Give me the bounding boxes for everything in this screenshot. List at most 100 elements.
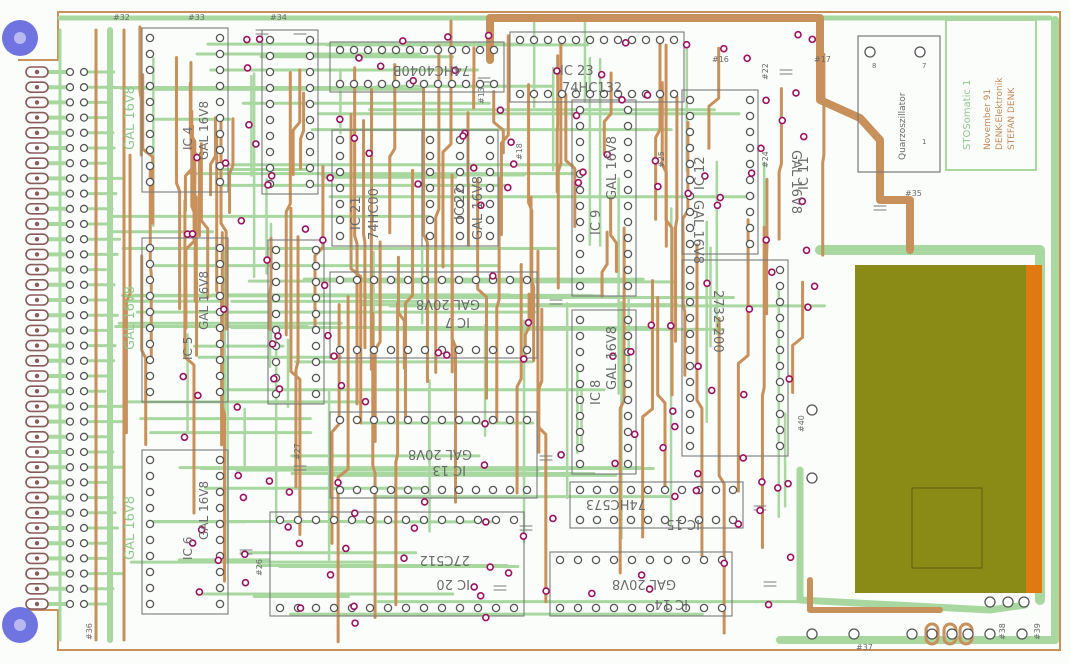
via: [682, 40, 691, 49]
pad: [489, 79, 499, 89]
via: [553, 67, 561, 75]
pad: [65, 599, 75, 609]
via: [284, 523, 292, 531]
via: [496, 106, 505, 115]
trace-bottom: [556, 37, 563, 290]
via: [243, 64, 252, 72]
pad: [447, 79, 457, 89]
pad: [623, 249, 633, 259]
pad: [522, 275, 532, 285]
pad: [79, 326, 89, 335]
via: [285, 488, 294, 496]
chip-part-ic14: GAL 20V8: [612, 576, 676, 591]
chip-ref-ic12: IC 12: [693, 156, 708, 190]
pad: [352, 275, 362, 285]
trace-bottom: [291, 68, 302, 176]
pad: [745, 207, 755, 217]
edge-finger-hole: [34, 115, 40, 120]
chip-part-ic21: 74HC00: [367, 188, 382, 240]
chip-part-ic4: GAL 16V8: [197, 101, 211, 160]
pad: [575, 515, 585, 525]
pad: [455, 215, 465, 225]
via: [252, 140, 260, 148]
via: [768, 268, 776, 276]
pad: [575, 201, 585, 211]
pad: [363, 45, 373, 55]
pad: [522, 485, 532, 495]
pad: [609, 485, 619, 495]
via: [542, 587, 550, 595]
via: [274, 332, 282, 340]
trace-bottom: [294, 235, 300, 489]
via: [669, 407, 677, 415]
edge-connector-fingers: [25, 66, 49, 610]
pad: [65, 584, 75, 593]
pad: [623, 105, 633, 115]
trace-bottom: [189, 60, 201, 238]
pad: [65, 417, 75, 426]
pad: [669, 35, 679, 45]
pad: [65, 189, 75, 198]
via: [799, 132, 808, 141]
via: [557, 451, 565, 459]
via: [241, 578, 250, 587]
pad: [305, 83, 315, 93]
via: [762, 96, 770, 105]
pad: [543, 35, 553, 45]
pad: [65, 235, 75, 244]
via: [188, 539, 197, 547]
pad: [335, 231, 345, 241]
pad: [655, 89, 665, 99]
pad: [505, 275, 515, 285]
chip-ref-ic21: IC 21: [349, 196, 364, 230]
via: [482, 518, 490, 526]
via: [720, 559, 729, 568]
trace-bottom: [529, 195, 536, 363]
edge-finger-hole: [34, 465, 40, 470]
via: [509, 160, 518, 168]
pad: [454, 345, 464, 355]
pad: [575, 379, 585, 389]
pad: [145, 243, 155, 253]
trace-bottom: [450, 173, 458, 504]
pad: [79, 219, 89, 229]
via: [482, 613, 490, 622]
pad: [685, 393, 695, 403]
pad: [145, 33, 155, 43]
pad: [352, 345, 362, 355]
pad: [145, 355, 155, 365]
chip-ref-ic15: IC 15: [666, 516, 700, 531]
pad: [613, 89, 623, 99]
via: [773, 484, 782, 492]
pad: [745, 111, 755, 121]
via: [743, 54, 751, 63]
pad: [455, 231, 465, 241]
pad: [529, 89, 539, 99]
chip-ref-ic5: IC 5: [181, 337, 195, 360]
pad: [529, 35, 539, 45]
pad: [454, 415, 464, 425]
pad: [369, 415, 379, 425]
pad: [145, 275, 155, 285]
chip-part-ic9: GAL 16V8: [605, 136, 620, 200]
edge-finger-hole: [34, 556, 40, 561]
pad: [215, 97, 225, 107]
pad: [745, 223, 755, 233]
pad: [489, 45, 499, 55]
pad: [420, 345, 430, 355]
trace-bottom: [403, 168, 415, 422]
pad: [745, 239, 755, 249]
via: [645, 585, 654, 593]
via: [361, 397, 370, 406]
pad: [627, 603, 637, 613]
pad: [575, 443, 585, 453]
pad: [215, 129, 225, 139]
pad: [79, 265, 89, 274]
via: [264, 181, 272, 189]
ref-j36: #36: [85, 623, 94, 640]
edge-finger-hole: [34, 69, 40, 75]
pad: [685, 159, 695, 169]
chip-ref-ic11: IC 11: [797, 156, 812, 190]
pad: [728, 485, 738, 495]
chip-outline: [571, 99, 637, 297]
